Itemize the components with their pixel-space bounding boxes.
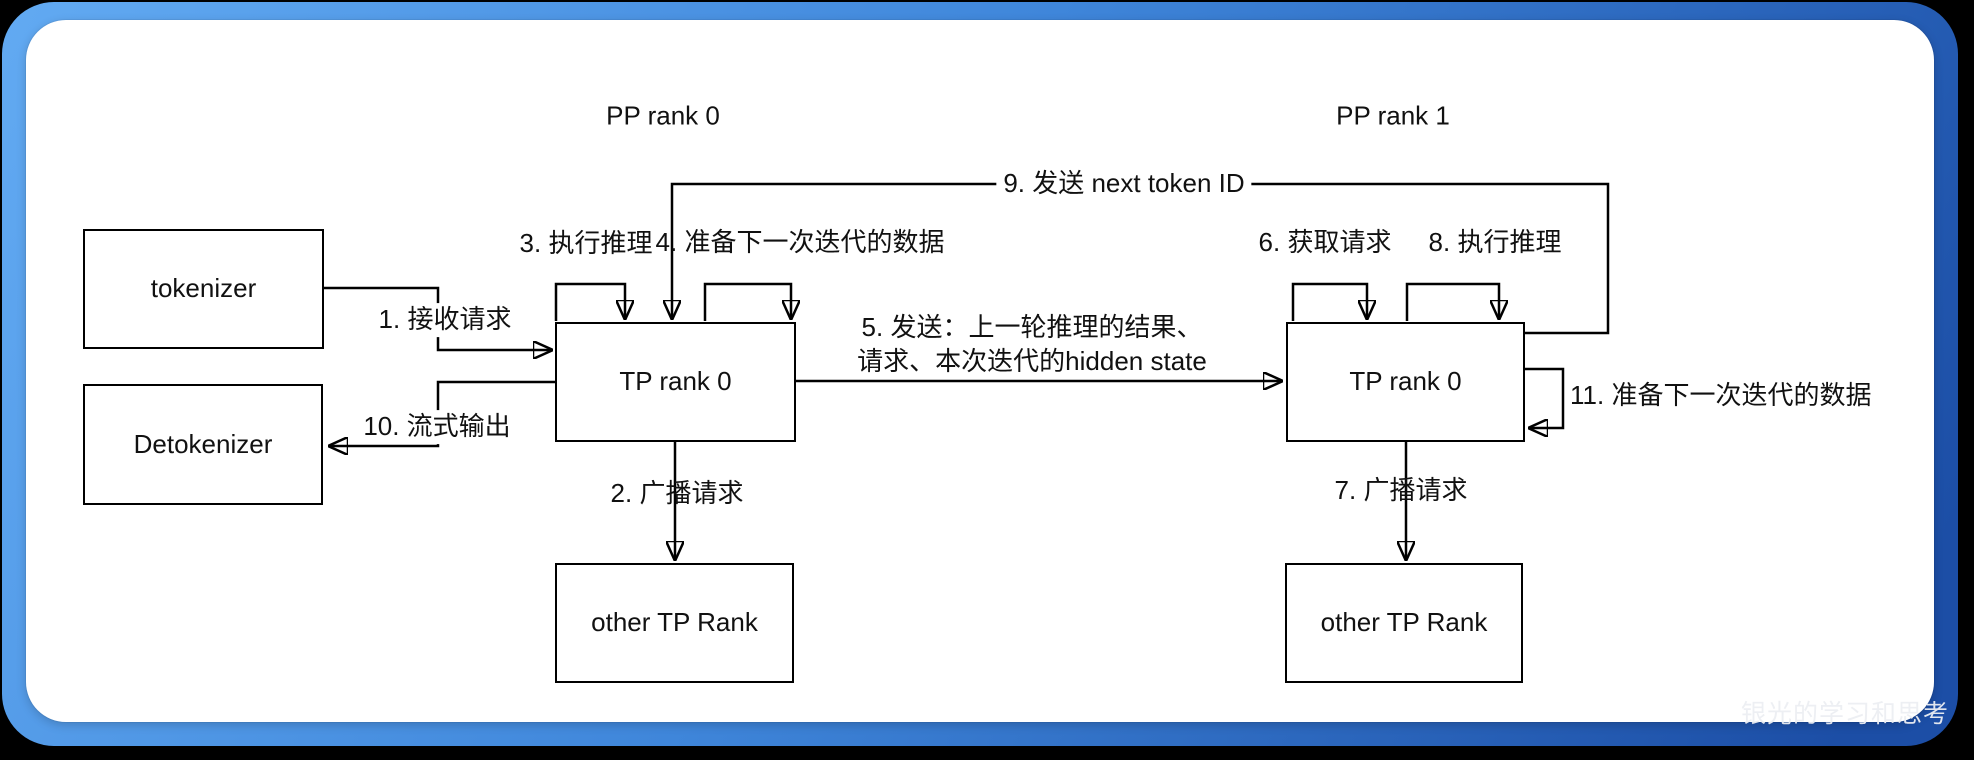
step4-label: 4. 准备下一次迭代的数据 xyxy=(655,227,945,258)
heading-pp-rank-1: PP rank 1 xyxy=(1336,100,1450,131)
step6-label: 6. 获取请求 xyxy=(1258,227,1392,258)
watermark-text: 银光的学习和思考 xyxy=(1740,700,1950,728)
diagram-card xyxy=(26,20,1934,722)
box-tp-rank0-pp0: TP rank 0 xyxy=(555,322,796,442)
step8-label: 8. 执行推理 xyxy=(1428,227,1562,258)
box-detokenizer: Detokenizer xyxy=(83,384,323,505)
loop-step11-prepare-next xyxy=(1525,367,1565,428)
step10-label: 10. 流式输出 xyxy=(356,410,518,444)
box-other-tp-pp0: other TP Rank xyxy=(555,563,794,683)
loop-step8-run-inference xyxy=(1405,282,1499,321)
step1-label: 1. 接收请求 xyxy=(371,303,519,337)
loop-step4-prepare-next xyxy=(703,282,791,321)
arrow-step9-send-next-token xyxy=(672,182,1610,335)
loop-step6-fetch-request xyxy=(1291,282,1367,321)
step5-label: 5. 发送：上一轮推理的结果、 请求、本次迭代的hidden state xyxy=(857,311,1207,379)
step11-label: 11. 准备下一次迭代的数据 xyxy=(1570,380,1872,411)
box-tp-rank0-pp1: TP rank 0 xyxy=(1286,322,1525,442)
heading-pp-rank-0: PP rank 0 xyxy=(606,100,720,131)
box-tokenizer: tokenizer xyxy=(83,229,324,349)
step9-label: 9. 发送 next token ID xyxy=(996,167,1252,201)
step5-label-line1: 5. 发送：上一轮推理的结果、 xyxy=(861,312,1203,343)
step2-label: 2. 广播请求 xyxy=(610,478,744,509)
step3-label: 3. 执行推理 xyxy=(519,228,653,259)
box-other-tp-pp1: other TP Rank xyxy=(1285,563,1523,683)
step5-label-line2: 请求、本次迭代的hidden state xyxy=(857,346,1207,376)
step7-label: 7. 广播请求 xyxy=(1334,475,1468,506)
loop-step3-run-inference xyxy=(554,282,625,321)
